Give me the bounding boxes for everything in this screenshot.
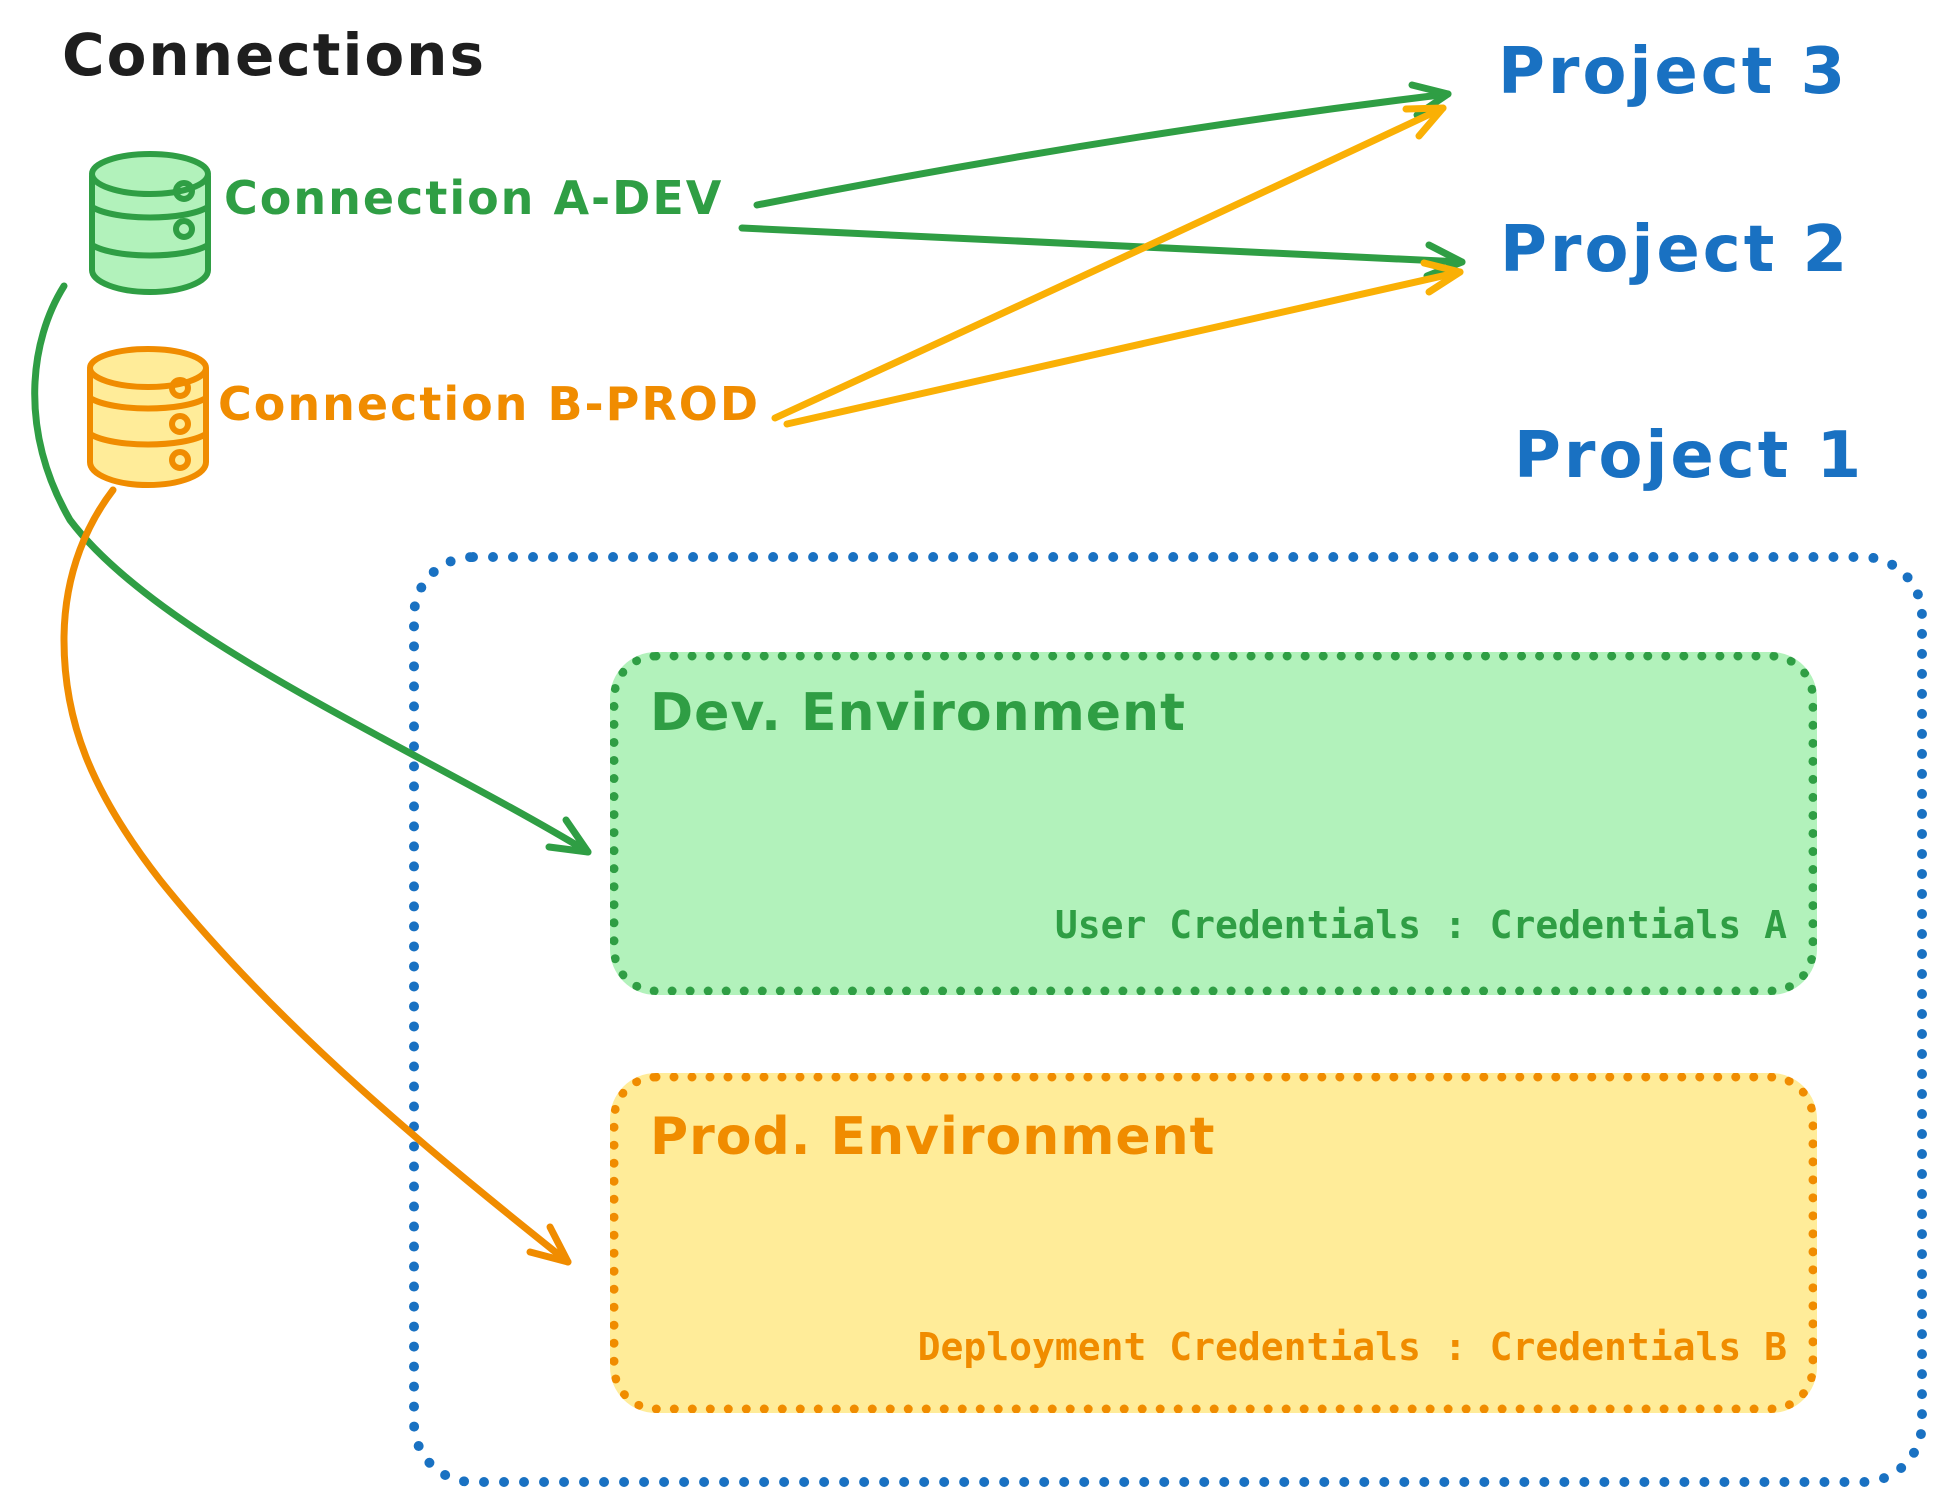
arrow-b-prod-to-project-3 xyxy=(771,104,1447,422)
connection-a-dev-label: Connection A-DEV xyxy=(224,171,724,225)
diagram-title: Connections xyxy=(62,21,486,89)
project-3-label: Project 3 xyxy=(1498,35,1849,109)
prod-environment-box xyxy=(610,1073,1817,1413)
arrow-a-dev-to-project-3 xyxy=(753,81,1452,209)
project-1-label: Project 1 xyxy=(1514,419,1865,493)
dev-environment-label: Dev. Environment xyxy=(650,683,1186,743)
project-2-label: Project 2 xyxy=(1500,213,1851,287)
connection-b-prod-label: Connection B-PROD xyxy=(218,377,761,431)
dev-environment-box xyxy=(610,652,1817,995)
prod-environment-credentials: Deployment Credentials : Credentials B xyxy=(917,1325,1787,1369)
project-1-box xyxy=(409,552,1927,1487)
arrow-b-prod-to-project-2 xyxy=(783,259,1464,428)
arrow-a-dev-to-dev-environment xyxy=(31,282,592,856)
arrow-a-dev-to-project-2 xyxy=(738,224,1466,280)
database-icon xyxy=(87,346,209,489)
dev-environment-credentials: User Credentials : Credentials A xyxy=(1054,903,1787,947)
prod-environment-label: Prod. Environment xyxy=(650,1107,1216,1167)
arrow-b-prod-to-prod-environment xyxy=(60,486,572,1266)
database-icon xyxy=(89,151,211,296)
